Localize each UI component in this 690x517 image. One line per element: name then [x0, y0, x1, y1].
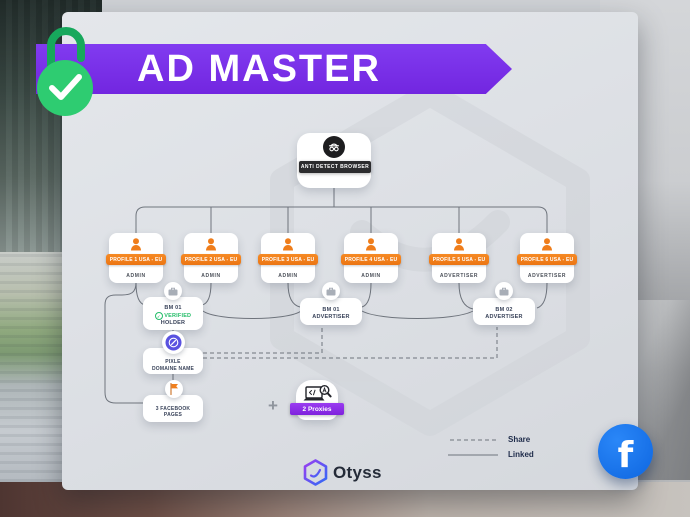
- profile-label: PROFILE 4 USA - EU: [341, 254, 401, 265]
- verified-check-icon: ✓: [154, 312, 163, 320]
- bm-role: ADVERTISER: [485, 314, 523, 320]
- bm-01-holder-node: BM 01 ✓VERIFIED HOLDER: [143, 297, 203, 330]
- proxies-badge: 2 Proxies: [290, 403, 344, 415]
- user-icon: [454, 238, 464, 251]
- profile-role: ADVERTISER: [439, 273, 479, 279]
- briefcase-icon: [322, 282, 340, 300]
- otyss-hexagon-icon: [303, 459, 328, 486]
- pages-line2: PAGES: [163, 412, 183, 418]
- pixel-line1: PIXLE: [165, 359, 181, 366]
- profile-card-5: PROFILE 5 USA - EU ADVERTISER: [429, 233, 489, 283]
- legend-share-label: Share: [508, 435, 531, 444]
- facebook-f-glyph: f: [617, 435, 634, 476]
- user-icon: [366, 238, 376, 251]
- lock-icon: [37, 27, 93, 116]
- incognito-icon: [323, 136, 345, 158]
- user-icon: [206, 238, 216, 251]
- header-banner: AD MASTER: [36, 44, 512, 94]
- check-icon: [49, 74, 82, 100]
- facebook-pages-node: 3 FACEBOOK PAGES: [143, 395, 203, 422]
- profile-role: ADMIN: [201, 273, 221, 279]
- pixel-compass-icon: [162, 331, 185, 354]
- profile-label: PROFILE 5 USA - EU: [429, 254, 489, 265]
- bm-name: BM 01: [322, 307, 340, 314]
- profile-card-6: PROFILE 6 USA - EU ADVERTISER: [517, 233, 577, 283]
- briefcase-icon: [495, 282, 513, 300]
- bm-01-advertiser-node: BM 01 ADVERTISER: [300, 298, 362, 325]
- profile-card-1: PROFILE 1 USA - EU ADMIN: [106, 233, 166, 283]
- bm-role: HOLDER: [160, 320, 186, 326]
- profile-role: ADMIN: [278, 273, 298, 279]
- legend-linked-label: Linked: [508, 450, 534, 459]
- brand-name: Otyss: [333, 462, 382, 482]
- brand-logo: Otyss: [303, 459, 382, 486]
- profile-card-4: PROFILE 4 USA - EU ADMIN: [341, 233, 401, 283]
- bm-02-advertiser-node: BM 02 ADVERTISER: [473, 298, 535, 325]
- anti-detect-browser-label: ANTI DETECT BROWSER: [299, 161, 371, 173]
- profile-role: ADVERTISER: [527, 273, 567, 279]
- profile-label: PROFILE 1 USA - EU: [106, 254, 166, 265]
- user-icon: [542, 238, 552, 251]
- user-icon: [283, 238, 293, 251]
- profile-label: PROFILE 2 USA - EU: [181, 254, 241, 265]
- lock-check-emblem: [34, 22, 100, 118]
- plus-sign: +: [268, 396, 278, 415]
- bm-name: BM 01: [164, 305, 182, 312]
- facebook-icon: f: [598, 424, 653, 479]
- bm-role: ADVERTISER: [312, 314, 350, 320]
- page-title: AD MASTER: [137, 47, 381, 90]
- pixel-line2: DOMAINE NAME: [151, 365, 195, 372]
- bm-status: VERIFIED: [164, 312, 192, 319]
- profile-card-3: PROFILE 3 USA - EU ADMIN: [258, 233, 318, 283]
- user-icon: [131, 238, 141, 251]
- pages-line1: 3 FACEBOOK: [155, 405, 191, 412]
- profile-card-2: PROFILE 2 USA - EU ADMIN: [181, 233, 241, 283]
- profile-role: ADMIN: [361, 273, 381, 279]
- bm-name: BM 02: [495, 307, 513, 314]
- profile-label: PROFILE 3 USA - EU: [258, 254, 318, 265]
- profile-label: PROFILE 6 USA - EU: [517, 254, 577, 265]
- flag-icon: [165, 380, 183, 398]
- briefcase-icon: [164, 282, 182, 300]
- profile-role: ADMIN: [126, 273, 146, 279]
